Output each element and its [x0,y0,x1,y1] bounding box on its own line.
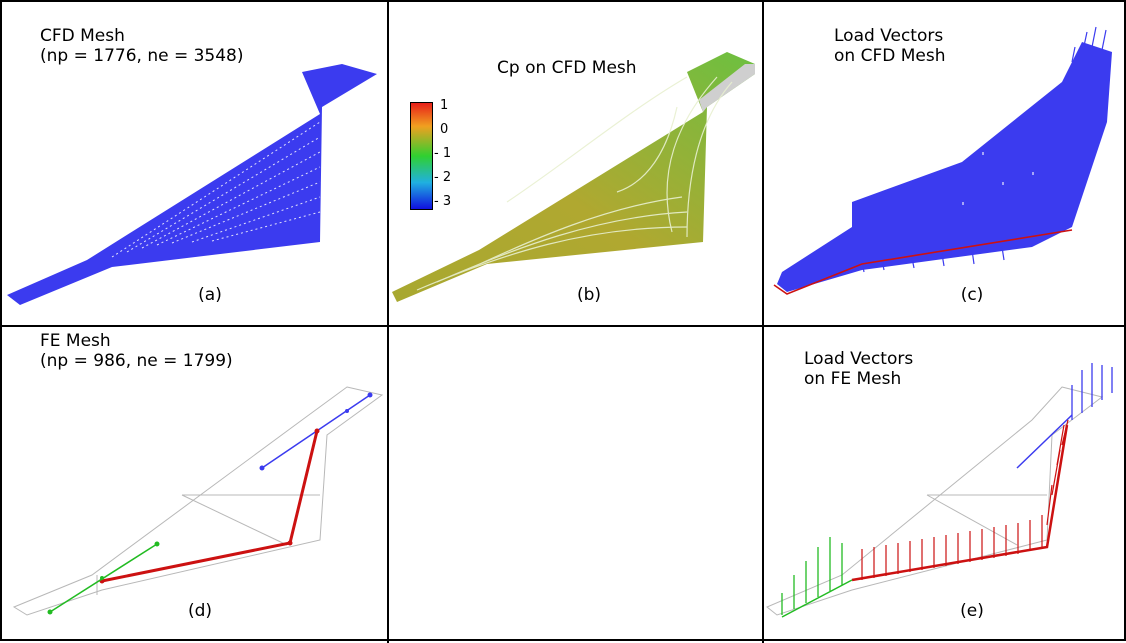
cp-surface [392,52,755,302]
load-vector-field [777,42,1112,292]
colorbar-tick-1: 1 [440,98,449,113]
panel-c: Load Vectors on CFD Mesh (c) [762,2,1124,323]
panel-a-title: CFD Mesh [40,26,125,46]
panel-c-label: (c) [960,285,984,305]
fe-mesh-drawing [12,386,384,616]
panel-c-title: Load Vectors [834,26,944,46]
grid-divider-horizontal [2,325,1126,327]
panel-d: FE Mesh (np = 986, ne = 1799) (d) [2,325,385,639]
cfd-load-vectors-drawing [773,26,1112,295]
panel-d-label: (d) [187,601,213,621]
wing-outline-red [773,229,1073,295]
grid-divider-vertical-1 [387,2,389,643]
cp-isolines [416,76,733,291]
vectors-main-red [861,419,1069,580]
colorbar-tick-minus3: - 3 [434,194,452,209]
panel-e-label: (e) [960,601,984,621]
panel-empty [387,325,760,639]
colorbar-tick-0: 0 [440,122,449,137]
panel-a-label: (a) [198,285,222,305]
panel-b-label: (b) [576,285,602,305]
grid-divider-vertical-2 [762,2,764,643]
panel-e-title: Load Vectors [804,349,914,369]
vectors-tip-blue [1071,363,1113,420]
panel-c-subtitle: on CFD Mesh [834,46,946,66]
panel-b-title: Cp on CFD Mesh [497,58,637,78]
panel-e: Load Vectors on FE Mesh (e) [762,325,1124,639]
colorbar-tick-minus1: - 1 [434,146,452,161]
panel-b: Cp on CFD Mesh 1 0 - 1 - 2 - 3 (b) [387,2,760,323]
wing-outline-gray [12,386,384,616]
panel-a-subtitle: (np = 1776, ne = 3548) [40,46,244,66]
cp-colorbar [410,102,433,210]
panel-e-subtitle: on FE Mesh [804,369,902,389]
panel-d-title: FE Mesh [40,331,111,351]
panel-a: CFD Mesh (np = 1776, ne = 3548) (a) [2,2,385,323]
panel-d-subtitle: (np = 986, ne = 1799) [40,351,233,371]
fe-load-vectors-drawing [766,363,1113,618]
cfd-mesh-shape [7,64,377,305]
colorbar-tick-minus2: - 2 [434,170,452,185]
vectors-root-green [781,537,843,615]
cp-contour-drawing [392,52,755,302]
cfd-mesh-drawing [7,64,377,305]
